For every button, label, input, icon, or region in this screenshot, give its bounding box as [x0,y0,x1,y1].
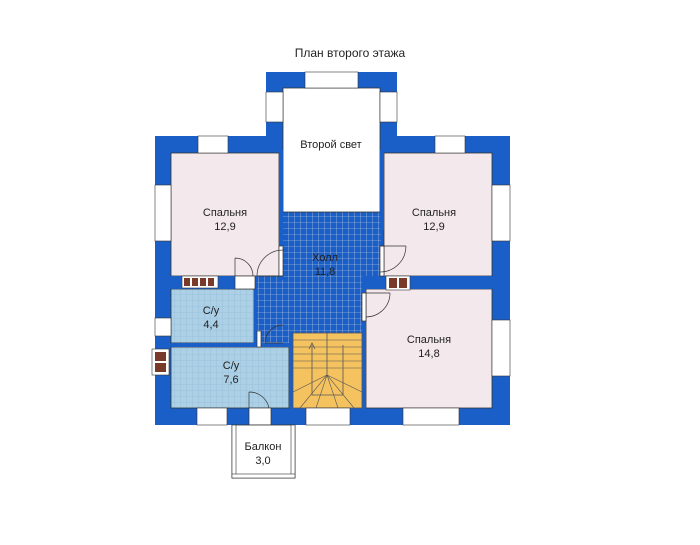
bathroom-large [170,346,290,409]
label-bath-small-name: С/у [203,305,220,317]
label-bedroom-right-area: 12,9 [423,221,444,233]
label-bedroom-big-name: Спальня [407,334,451,346]
label-second-light: Второй свет [300,139,361,151]
door-bedroom-right [379,245,407,277]
balcony [231,424,296,479]
label-hall-name: Холл [312,252,338,264]
chimney-right [385,275,411,291]
plan-title: План второго этажа [294,46,406,60]
label-balcony-name: Балкон [245,441,282,453]
label-bath-small-area: 4,4 [203,319,218,331]
label-bedroom-left-name: Спальня [203,207,247,219]
windows [154,71,511,426]
chimney-left [181,275,219,289]
label-balcony-area: 3,0 [255,455,270,467]
label-bath-large-area: 7,6 [223,374,238,386]
chimney-bath [151,348,170,376]
label-hall-area: 11,8 [315,266,336,278]
door-bedroom-big [361,292,391,322]
label-bedroom-big-area: 14,8 [418,348,439,360]
door-bedroom-left [256,245,284,277]
doors [234,245,407,426]
door-bathroom-large [256,324,284,348]
label-bath-large-name: С/у [223,360,240,372]
staircase [292,332,363,409]
label-bedroom-right-name: Спальня [412,207,456,219]
label-bedroom-left-area: 12,9 [214,221,235,233]
door-bathroom-small [234,257,256,290]
